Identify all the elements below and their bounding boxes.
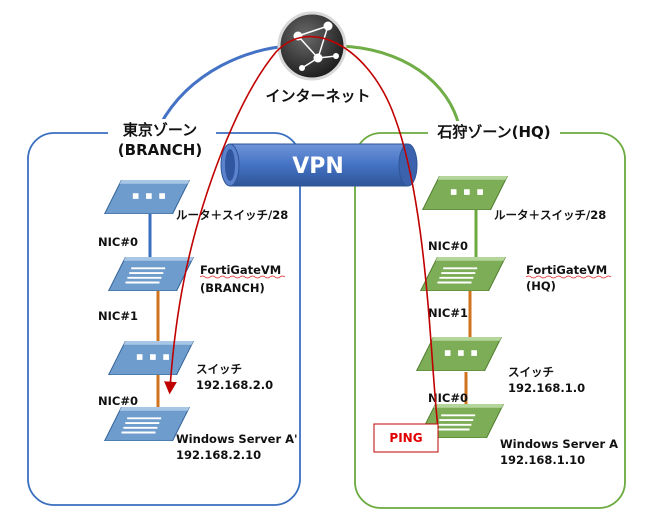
hq-nic0-upper-label: NIC#0	[428, 239, 468, 253]
hq-zone-title: 石狩ゾーン(HQ)	[436, 123, 550, 141]
branch-router-label: ルータ＋スイッチ/28	[176, 208, 288, 222]
branch-server-ip: 192.168.2.10	[176, 448, 261, 462]
branch-zone-title: 東京ゾーン	[123, 121, 197, 139]
branch-fortigate-sublabel: (BRANCH)	[200, 281, 265, 295]
hq-fortigate-sublabel: (HQ)	[526, 279, 556, 293]
branch-nic0-upper-label: NIC#0	[98, 235, 138, 249]
ping-box	[373, 423, 439, 453]
branch-server-label: Windows Server A'	[176, 432, 298, 446]
hq-switch-ip: 192.168.1.0	[508, 381, 585, 395]
internet-link-branch	[158, 44, 291, 126]
branch-switch-icon	[108, 341, 194, 375]
internet-link-hq	[339, 44, 462, 131]
ping-label: PING	[389, 431, 422, 445]
branch-fortigate-label: FortiGateVM	[200, 263, 281, 277]
hq-switch-label: スイッチ	[508, 365, 554, 379]
ping-path-arrow	[164, 35, 439, 429]
hq-server-ip: 192.168.1.10	[500, 453, 585, 467]
hq-router-icon	[422, 176, 508, 210]
hq-server-label: Windows Server A	[500, 437, 618, 451]
vpn-label: VPN	[292, 154, 344, 179]
branch-fortigate-icon	[107, 257, 195, 291]
hq-router-label: ルータ＋スイッチ/28	[494, 208, 606, 222]
internet-label: インターネット	[265, 87, 370, 105]
branch-zone-subtitle: (BRANCH)	[118, 141, 202, 159]
vpn-tunnel: VPN	[220, 143, 418, 187]
branch-nic1-label: NIC#1	[98, 309, 138, 323]
internet-globe-icon	[277, 11, 347, 81]
hq-fortigate-icon	[419, 257, 507, 291]
hq-nic1-label: NIC#1	[428, 306, 468, 320]
branch-nic0-lower-label: NIC#0	[98, 394, 138, 408]
branch-switch-ip: 192.168.2.0	[196, 378, 273, 392]
hq-switch-icon	[416, 337, 502, 371]
hq-nic0-lower-label: NIC#0	[428, 391, 468, 405]
hq-fortigate-label: FortiGateVM	[526, 263, 607, 277]
branch-switch-label: スイッチ	[196, 362, 242, 376]
